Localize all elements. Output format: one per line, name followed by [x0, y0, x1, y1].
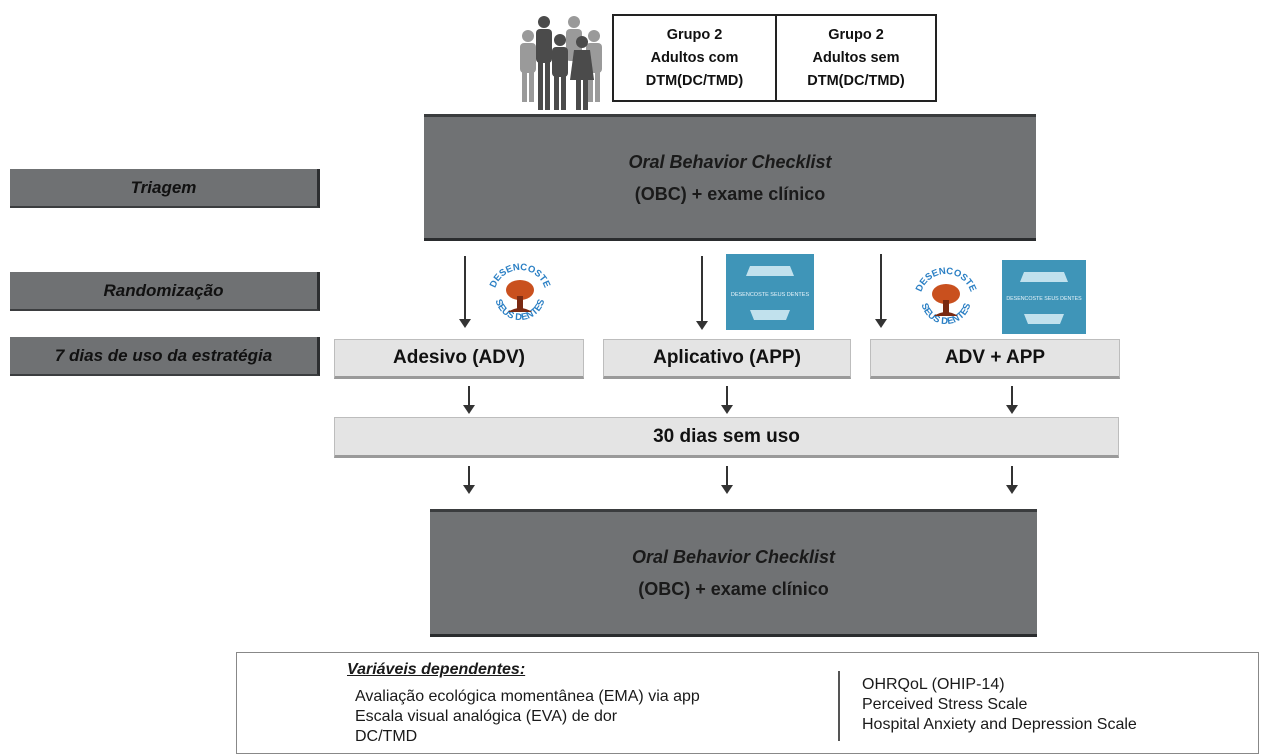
variable-item: Perceived Stress Scale: [862, 696, 1028, 713]
side-label-randomizacao: Randomização: [10, 272, 320, 311]
desencoste-logo-icon: DESENCOSTE SEUS DENTES: [910, 264, 982, 336]
group-title: Grupo 2: [666, 26, 723, 43]
app-logo-icon: DESENCOSTE SEUS DENTES: [726, 254, 814, 330]
variables-divider: [838, 671, 840, 741]
side-label-text: Randomização: [103, 280, 224, 300]
side-label-text: Triagem: [130, 177, 197, 197]
variable-item: Hospital Anxiety and Depression Scale: [862, 716, 1137, 733]
arrow-down-icon: [459, 256, 471, 328]
screening-subtitle: (OBC) + exame clínico: [634, 183, 826, 204]
desencoste-logo-icon: DESENCOSTE SEUS DENTES: [484, 260, 556, 332]
side-label-text: 7 dias de uso da estratégia: [54, 345, 273, 365]
side-label-triagem: Triagem: [10, 169, 320, 208]
arrow-down-icon: [463, 386, 475, 414]
intervention-label: Adesivo (ADV): [393, 347, 525, 368]
final-assessment-subtitle: (OBC) + exame clínico: [638, 579, 829, 599]
variable-item: OHRQoL (OHIP-14): [862, 676, 1005, 693]
group-box-with-tmd: Grupo 2 Adultos com DTM(DC/TMD): [612, 14, 777, 102]
group-subtitle: Adultos com: [650, 49, 739, 66]
variable-item: Avaliação ecológica momentânea (EMA) via…: [355, 688, 700, 705]
washout-box: 30 dias sem uso: [334, 417, 1119, 458]
arrow-down-icon: [721, 386, 733, 414]
app-logo-text: DESENCOSTE SEUS DENTES: [731, 292, 810, 298]
dependent-variables-right: OHRQoL (OHIP-14) Perceived Stress Scale …: [862, 675, 1137, 735]
group-criteria: DTM(DC/TMD): [807, 72, 905, 89]
side-label-uso: 7 dias de uso da estratégia: [10, 337, 320, 376]
variable-item: Escala visual analógica (EVA) de dor: [355, 708, 618, 725]
arrow-down-icon: [463, 466, 475, 494]
final-assessment-box: Oral Behavior Checklist (OBC) + exame cl…: [430, 509, 1037, 637]
dependent-variables-title: Variáveis dependentes:: [347, 661, 526, 678]
arrow-down-icon: [1006, 386, 1018, 414]
group-subtitle: Adultos sem: [812, 49, 900, 66]
intervention-app: Aplicativo (APP): [603, 339, 851, 379]
group-title: Grupo 2: [828, 26, 884, 43]
dependent-variables-box: Variáveis dependentes: Avaliação ecológi…: [236, 652, 1259, 754]
intervention-adv: Adesivo (ADV): [334, 339, 584, 379]
variable-item: DC/TMD: [355, 728, 418, 745]
arrow-down-icon: [721, 466, 733, 494]
intervention-label: Aplicativo (APP): [653, 347, 801, 368]
app-logo-text: DESENCOSTE SEUS DENTES: [1006, 296, 1082, 302]
arrow-down-icon: [696, 256, 708, 330]
app-logo-icon: DESENCOSTE SEUS DENTES: [1002, 260, 1086, 334]
group-box-without-tmd: Grupo 2 Adultos sem DTM(DC/TMD): [775, 14, 937, 102]
arrow-down-icon: [1006, 466, 1018, 494]
group-criteria: DTM(DC/TMD): [645, 72, 744, 89]
screening-box: Oral Behavior Checklist (OBC) + exame cl…: [424, 114, 1036, 241]
dependent-variables-left: Avaliação ecológica momentânea (EMA) via…: [355, 687, 700, 747]
people-group-icon: [520, 16, 602, 110]
screening-title: Oral Behavior Checklist: [628, 151, 832, 172]
intervention-label: ADV + APP: [944, 347, 1046, 368]
intervention-combo: ADV + APP: [870, 339, 1120, 379]
final-assessment-title: Oral Behavior Checklist: [631, 547, 836, 567]
arrow-down-icon: [875, 254, 887, 328]
washout-label: 30 dias sem uso: [653, 425, 800, 447]
